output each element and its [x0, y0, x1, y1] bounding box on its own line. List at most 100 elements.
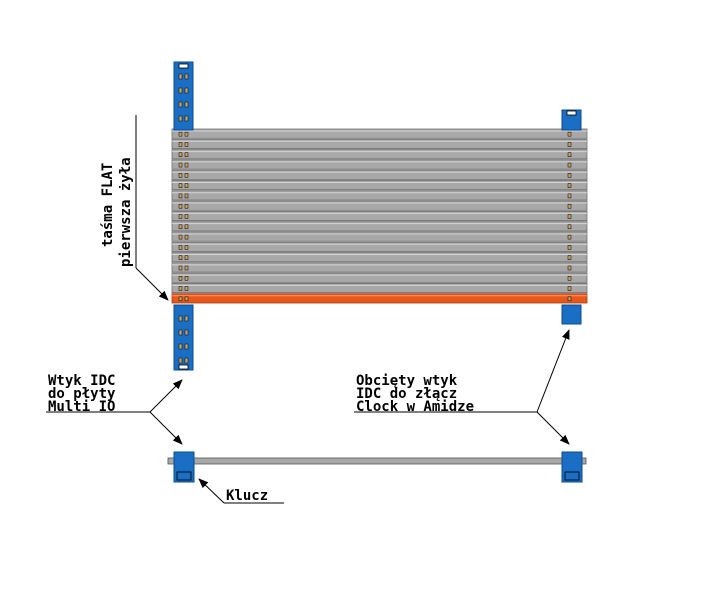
idc-plug-arrow-up: [149, 379, 183, 413]
connector-pin: [184, 224, 189, 230]
connector-pin: [567, 255, 572, 260]
connector-pin-hole: [178, 315, 183, 322]
cut-plug-line2: IDC do złącz: [356, 386, 457, 402]
side-view-cable: [167, 451, 587, 483]
wire: [171, 231, 588, 242]
connector-pin: [567, 173, 572, 178]
connector-pin-hole: [184, 343, 189, 350]
connector-pin: [184, 234, 189, 240]
idc-plug-line2: do płyty: [48, 386, 116, 402]
connector-pin-hole: [184, 329, 189, 336]
connector-pin-hole: [178, 87, 183, 94]
connector-pin-hole: [184, 315, 189, 322]
connector-pin: [178, 276, 183, 281]
connector-pin: [184, 245, 189, 250]
connector-pin-hole: [178, 115, 183, 122]
connector-pin: [178, 131, 183, 137]
wire: [171, 272, 588, 283]
wire: [171, 190, 588, 201]
key-label: Klucz: [226, 488, 268, 504]
connector-pin: [184, 286, 189, 291]
flat-cable-label: taśma FLAT: [100, 163, 116, 247]
connector-pin: [184, 265, 189, 271]
connector-pin: [184, 193, 189, 199]
first-wire: [171, 293, 588, 304]
wire: [171, 252, 588, 263]
connector-pin: [184, 214, 189, 219]
right-connector-body-bottom: [561, 304, 582, 325]
connector-pin: [567, 214, 572, 219]
wire: [171, 283, 588, 294]
left-connector-pins: [178, 73, 189, 364]
wire: [171, 262, 588, 273]
connector-pin: [178, 203, 183, 209]
connector-pin: [567, 286, 572, 291]
connector-pin-hole: [184, 101, 189, 108]
idc-plug-arrow-down: [149, 411, 183, 445]
connector-pin-hole: [184, 87, 189, 94]
connector-pin: [567, 203, 572, 209]
left-connector-body-bottom: [173, 304, 194, 371]
idc-plug-label: Wtyk IDC do płyty Multi IO: [48, 373, 116, 415]
first-wire-label: pierwsza żyła: [118, 157, 134, 267]
connector-pin-hole: [178, 73, 183, 80]
connector-pin: [178, 152, 183, 157]
left-connector-tab-top: [178, 63, 189, 69]
wire: [171, 180, 588, 191]
connector-pin: [184, 142, 189, 147]
side-view-left-key: [176, 471, 192, 481]
cut-plug-arrow-up: [536, 329, 570, 413]
connector-pin: [567, 131, 572, 137]
wire: [171, 221, 588, 232]
connector-pin-hole: [178, 343, 183, 350]
connector-pin: [178, 286, 183, 291]
connector-pin: [178, 296, 183, 302]
connector-pin: [567, 162, 572, 168]
cut-plug-label: Obcięty wtyk IDC do złącz Clock w Amidze: [356, 373, 474, 415]
connector-pin-hole: [184, 115, 189, 122]
wire: [171, 138, 588, 149]
cut-plug-line1: Obcięty wtyk: [356, 373, 458, 389]
cut-plug-line3: Clock w Amidze: [356, 399, 474, 415]
connector-pin: [178, 245, 183, 250]
first-wire-arrow: [135, 267, 169, 301]
connector-pin-hole: [184, 73, 189, 80]
connector-pin: [567, 142, 572, 147]
connector-pin: [178, 214, 183, 219]
connector-pin: [178, 255, 183, 260]
idc-plug-line1: Wtyk IDC: [48, 373, 115, 389]
idc-plug-line3: Multi IO: [48, 399, 115, 415]
connector-pin: [178, 265, 183, 271]
connector-pin: [567, 234, 572, 240]
connector-pin: [184, 131, 189, 137]
connector-pin: [567, 245, 572, 250]
connector-pin: [184, 183, 189, 188]
connector-pin: [178, 193, 183, 199]
connector-pin: [184, 203, 189, 209]
cut-plug-arrow-down: [536, 411, 570, 445]
wire: [171, 149, 588, 160]
wire: [171, 241, 588, 252]
wire: [171, 159, 588, 170]
wire: [171, 200, 588, 211]
left-connector-tab-bottom: [178, 364, 189, 370]
wire: [171, 128, 588, 139]
connector-pin-hole: [178, 329, 183, 336]
connector-pin: [178, 162, 183, 168]
right-connector-pins: [567, 131, 572, 302]
connector-pin: [184, 255, 189, 260]
rotated-labels: taśma FLAT pierwsza żyła: [100, 157, 134, 267]
left-idc-connector: [173, 61, 194, 371]
left-connector-body-top: [173, 61, 194, 131]
side-view-right-key: [564, 471, 580, 481]
connector-pin: [184, 162, 189, 168]
key-arrow: [198, 478, 225, 504]
connector-pin: [178, 173, 183, 178]
right-connector-tab: [566, 110, 577, 116]
right-cut-idc-connector: [561, 109, 582, 325]
connector-pin: [178, 183, 183, 188]
connector-pin: [567, 265, 572, 271]
connector-pin: [184, 296, 189, 302]
connector-pin: [178, 142, 183, 147]
